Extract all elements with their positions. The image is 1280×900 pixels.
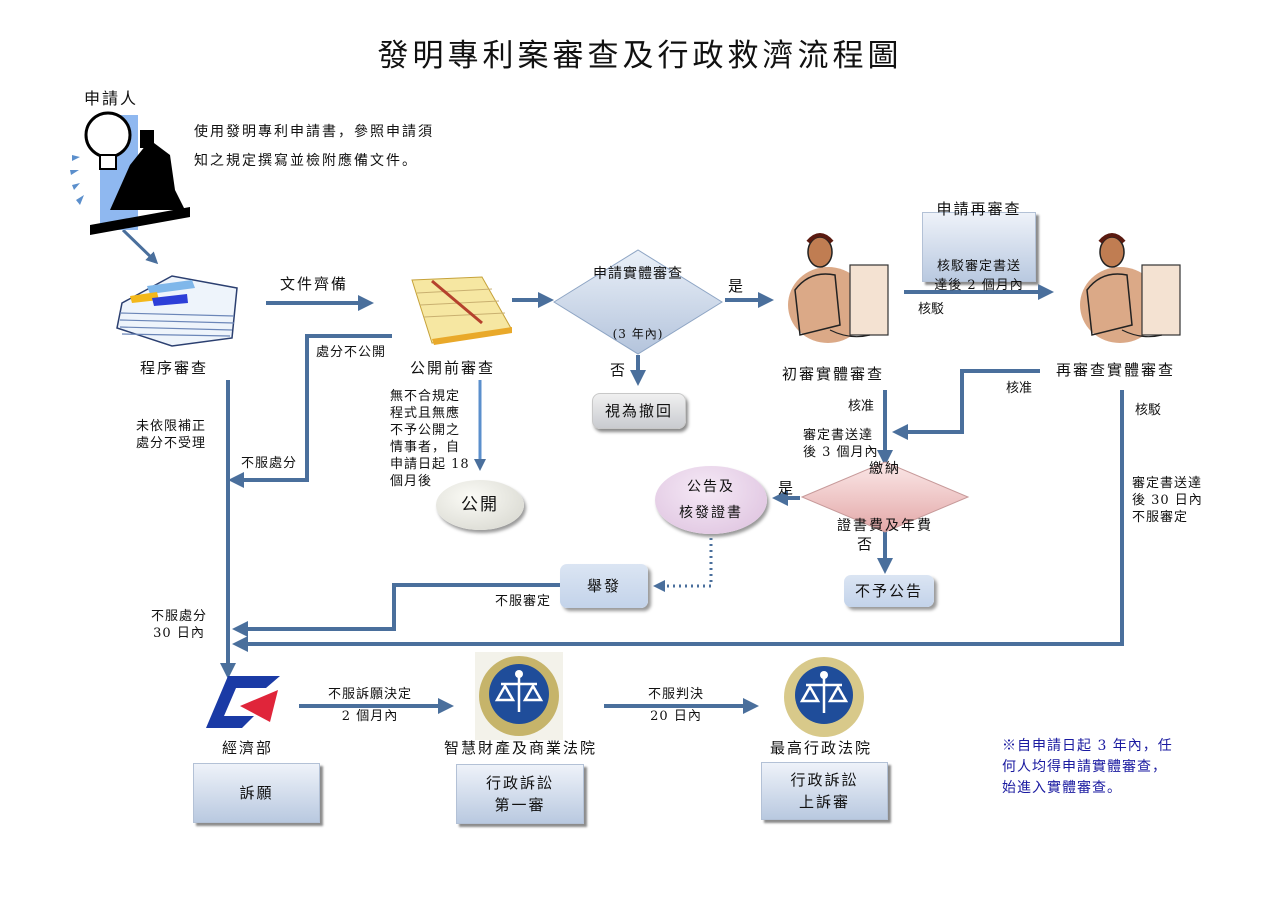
petition-box[interactable]: 訴願 <box>193 763 320 823</box>
first-exam-illustration <box>780 230 890 345</box>
applicant-illustration <box>70 95 190 235</box>
inventor-lightbulb-icon <box>70 111 190 235</box>
footnote: ※自申請日起 3 年內，任 何人均得申請實體審查， 始進入實體審查。 <box>1002 738 1173 796</box>
first-exam-label[interactable]: 初審實體審查 <box>782 365 885 383</box>
decision-pay-fees-shape <box>800 461 970 533</box>
label-disagree-disposition-2: 不服處分 30 日內 <box>151 609 208 641</box>
label-yes-2: 是 <box>778 479 796 497</box>
ip-court-emblem <box>475 652 563 740</box>
decision-request-exam[interactable]: 申請實體審查 (3 年內) <box>574 266 702 341</box>
line-announce-to-invalidation <box>653 538 713 592</box>
label-within-3-months: 審定書送達 後 3 個月內 <box>803 428 879 460</box>
label-disagree-disposition-1: 不服處分 <box>241 456 298 471</box>
deemed-withdrawn-box[interactable]: 視為撤回 <box>592 393 686 429</box>
label-publish-condition: 無不合規定 程式且無應 不予公開之 情事者，自 申請日起 18 個月後 <box>390 389 470 489</box>
line-invalidation-disagree <box>232 583 560 637</box>
admin-litigation-appeal-box[interactable]: 行政訴訟 上訴審 <box>761 762 888 820</box>
reexam-label[interactable]: 再審查實體審查 <box>1056 361 1176 379</box>
label-no-1: 否 <box>610 361 628 379</box>
label-approved-2: 核准 <box>1006 381 1033 396</box>
line-reexam-rejected <box>232 390 1124 652</box>
supreme-court-label: 最高行政法院 <box>770 739 873 757</box>
line-not-published <box>228 334 392 488</box>
not-announced-box[interactable]: 不予公告 <box>844 575 934 607</box>
formality-exam-label[interactable]: 程序審查 <box>140 359 209 377</box>
applicant-instruction: 使用發明專利申請書，參照申請須 知之規定撰寫並檢附應備文件。 <box>194 124 434 169</box>
supreme-court-emblem <box>782 655 866 739</box>
supreme-court-emblem-icon <box>784 657 864 737</box>
decision-request-exam-shape <box>553 249 723 355</box>
label-within-30-days-review: 審定書送達 後 30 日內 不服審定 <box>1132 476 1203 525</box>
formality-exam-illustration <box>112 268 242 348</box>
document-stack-icon <box>116 275 238 347</box>
admin-litigation-first-box[interactable]: 行政訴訟 第一審 <box>456 764 584 824</box>
line-reexam-approved <box>892 369 1040 440</box>
label-appeal-judgment: 不服判決 20 日內 <box>648 687 705 724</box>
pay-fees-top: 繳納 <box>869 461 901 477</box>
decision-request-exam-label: 申請實體審查 <box>593 266 683 282</box>
label-yes-1: 是 <box>728 277 746 295</box>
examiner-computer-icon <box>788 233 889 343</box>
pre-publication-illustration <box>402 275 513 345</box>
label-approved-1: 核准 <box>848 399 875 414</box>
notepad-icon <box>411 276 513 345</box>
decision-pay-fees[interactable]: 繳納 證書費及年費 <box>820 461 950 534</box>
reexam-request-sub: 核駁審定書送 達後 2 個月內 <box>934 258 1024 293</box>
label-disagree-decision: 不服審定 <box>495 594 552 609</box>
label-not-complied: 未依限補正 處分不受理 <box>136 419 207 451</box>
reexam-request-label: 申請再審查 <box>936 199 1022 218</box>
reexam-request-box[interactable]: 申請再審查 核駁審定書送 達後 2 個月內 <box>922 200 1036 293</box>
reexam-illustration <box>1072 230 1182 345</box>
label-documents-complete: 文件齊備 <box>280 275 349 293</box>
moea-logo <box>206 676 280 728</box>
label-rejected-2: 核駁 <box>1135 403 1162 418</box>
moea-label: 經濟部 <box>222 739 274 757</box>
examiner-computer-icon <box>1080 233 1181 343</box>
label-no-2: 否 <box>857 535 875 553</box>
pre-publication-exam-label[interactable]: 公開前審查 <box>410 359 496 377</box>
decision-request-exam-sub: (3 年內) <box>612 327 664 341</box>
label-appeal-decision: 不服訴願決定 2 個月內 <box>328 687 413 724</box>
invalidation-box[interactable]: 舉發 <box>560 564 648 608</box>
pay-fees-main: 證書費及年費 <box>837 518 933 534</box>
ip-court-emblem-icon <box>475 652 563 740</box>
publish-ellipse[interactable]: 公開 <box>436 480 524 530</box>
ip-court-label: 智慧財產及商業法院 <box>444 739 598 757</box>
label-not-published: 處分不公開 <box>316 345 387 360</box>
applicant-label: 申請人 <box>84 89 139 108</box>
announce-ellipse[interactable]: 公告及 核發證書 <box>655 466 767 534</box>
moea-logo-icon <box>206 676 280 728</box>
label-rejected-1: 核駁 <box>918 302 945 317</box>
page-title: 發明專利案審查及行政救濟流程圖 <box>377 38 903 74</box>
arrow-applicant-to-formality <box>121 228 159 265</box>
